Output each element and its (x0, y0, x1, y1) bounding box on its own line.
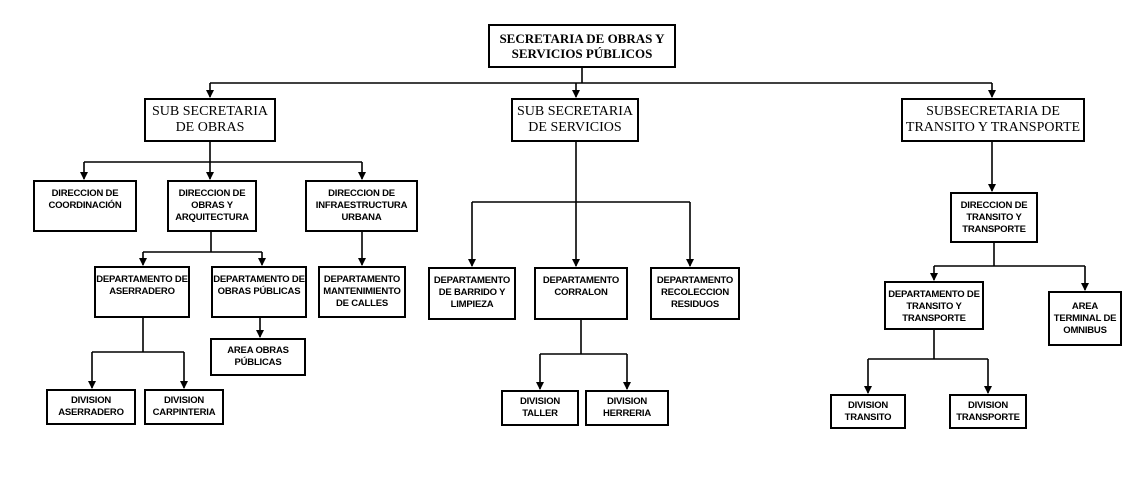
node-direccion-obras-arquitectura: DIRECCION DE OBRAS Y ARQUITECTURA (167, 180, 257, 232)
node-departamento-mantenimiento-calles: DEPARTAMENTO MANTENIMIENTO DE CALLES (318, 266, 406, 318)
node-division-transporte: DIVISION TRANSPORTE (949, 394, 1027, 429)
node-departamento-barrido-limpieza: DEPARTAMENTO DE BARRIDO Y LIMPIEZA (428, 267, 516, 320)
node-division-taller: DIVISION TALLER (501, 390, 579, 426)
node-departamento-aserradero: DEPARTAMENTO DE ASERRADERO (94, 266, 190, 318)
node-direccion-transito-transporte: DIRECCION DE TRANSITO Y TRANSPORTE (950, 192, 1038, 243)
node-division-herreria: DIVISION HERRERIA (585, 390, 669, 426)
node-sub-secretaria-obras: SUB SECRETARIA DE OBRAS (144, 98, 276, 142)
node-secretaria-obras-servicios: SECRETARIA DE OBRAS Y SERVICIOS PÚBLICOS (488, 24, 676, 68)
node-departamento-obras-publicas: DEPARTAMENTO DE OBRAS PÚBLICAS (211, 266, 307, 318)
node-departamento-transito-transporte: DEPARTAMENTO DE TRANSITO Y TRANSPORTE (884, 281, 984, 330)
node-direccion-coordinacion: DIRECCION DE COORDINACIÓN (33, 180, 137, 232)
node-area-obras-publicas: AREA OBRAS PÚBLICAS (210, 338, 306, 376)
node-division-transito: DIVISION TRANSITO (830, 394, 906, 429)
node-subsecretaria-transito: SUBSECRETARIA DE TRANSITO Y TRANSPORTE (901, 98, 1085, 142)
node-sub-secretaria-servicios: SUB SECRETARIA DE SERVICIOS (511, 98, 639, 142)
node-area-terminal-omnibus: AREA TERMINAL DE OMNIBUS (1048, 291, 1122, 346)
node-division-carpinteria: DIVISION CARPINTERIA (144, 389, 224, 425)
node-division-aserradero: DIVISION ASERRADERO (46, 389, 136, 425)
node-departamento-corralon: DEPARTAMENTO CORRALON (534, 267, 628, 320)
node-departamento-recoleccion-residuos: DEPARTAMENTO RECOLECCION RESIDUOS (650, 267, 740, 320)
node-direccion-infraestructura-urbana: DIRECCION DE INFRAESTRUCTURA URBANA (305, 180, 418, 232)
